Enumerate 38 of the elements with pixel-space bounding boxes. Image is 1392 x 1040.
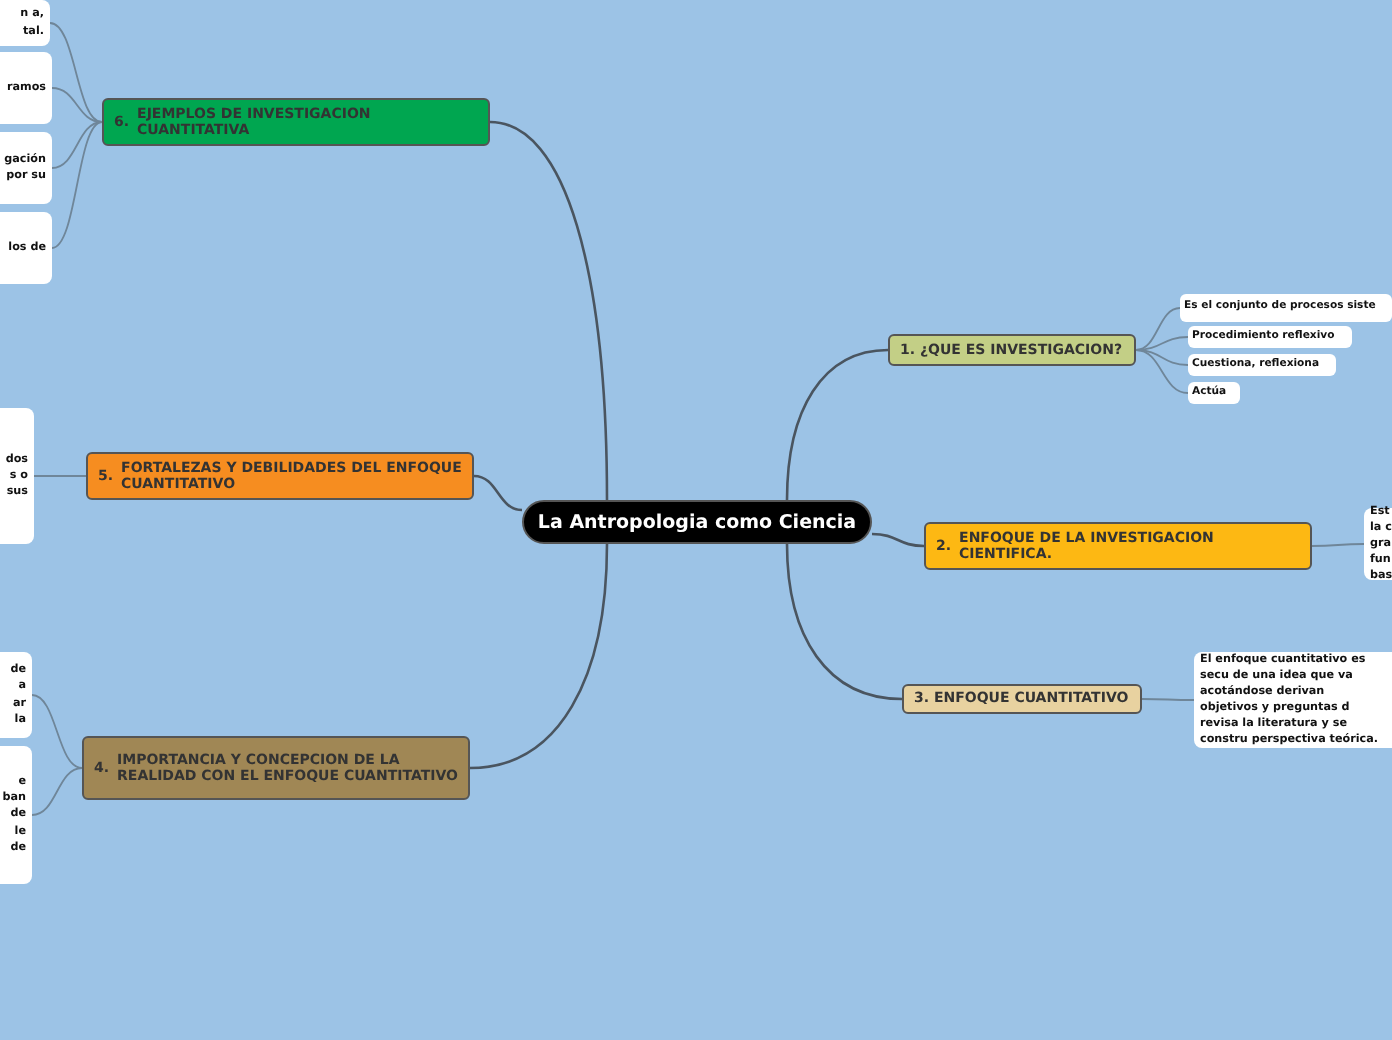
connector-line [49,22,103,123]
connector-line [1135,349,1189,366]
topic-box [888,334,1136,366]
connector-line [51,87,103,123]
connector-line [1141,698,1195,701]
topic-box [902,684,1142,714]
subtopic-card [0,0,50,46]
connector-line [469,543,609,770]
subtopic-card [0,746,32,884]
subtopic-card [1188,326,1352,348]
subtopic-card [1180,294,1392,322]
subtopic-card [0,132,52,204]
subtopic-card [0,652,32,738]
connector-line [473,474,523,512]
connector-line [51,121,103,249]
subtopic-card [0,52,52,124]
topic-box [924,522,1312,570]
topic-box [82,736,470,800]
subtopic-card [1364,508,1392,580]
connector-line [785,348,889,501]
topic-box [102,98,490,146]
connector-line [489,120,609,501]
connector-line [1135,349,1189,394]
subtopic-card [1188,382,1240,404]
connector-line [33,475,87,477]
connector-line [31,694,83,769]
subtopic-card [1188,354,1336,376]
topic-box [86,452,474,500]
subtopic-card [0,212,52,284]
central-topic [522,500,872,544]
subtopic-card [0,408,34,544]
connector-line [1311,543,1365,547]
connector-line [31,767,83,816]
connector-line [871,532,925,548]
topic-text: La Antropologia como Ciencia [537,511,857,533]
connector-line [785,543,903,701]
connector-line [1135,307,1181,351]
connector-line [51,121,103,169]
